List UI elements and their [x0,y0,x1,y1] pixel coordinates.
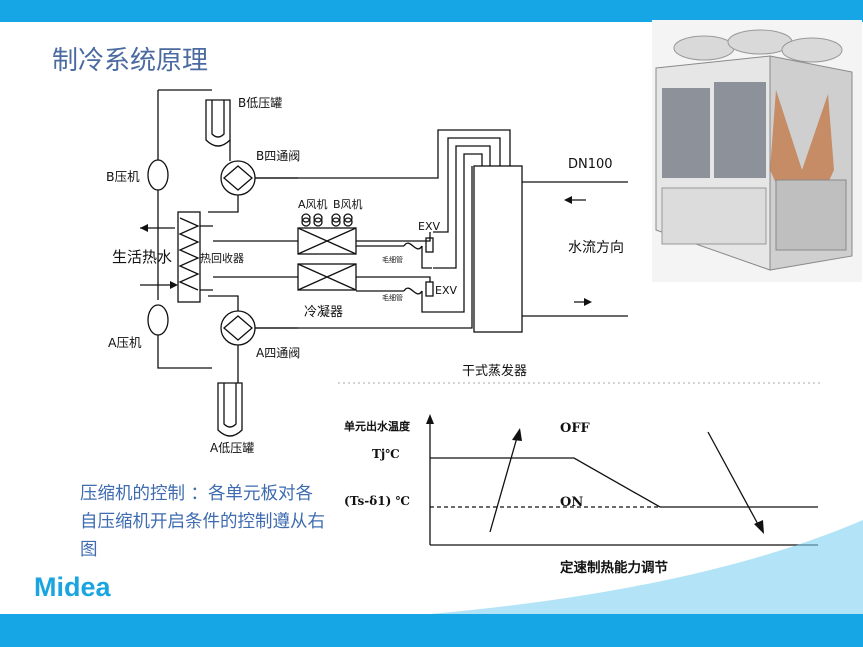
a-compressor-label: A压机 [108,335,142,350]
control-chart [338,382,820,546]
top-accent-bar [0,0,863,22]
front-panel-bottom [661,187,767,245]
side-panel-bottom [775,179,847,251]
a-low-tank-label: A低压罐 [210,441,254,455]
rising-arrow-line [489,433,519,533]
heat-recovery-symbol [177,211,201,303]
slide-description: 压缩机的控制 ：各单元板对各自压缩机开启条件的控制遵从右图 [80,484,325,560]
midea-logo-text: Midea [34,572,111,602]
capillary-top-label: 毛细管 [382,255,403,264]
chart-off-label: OFF [560,421,591,436]
exv-bottom-label: EXV [435,284,457,297]
a-compressor-symbol [147,304,169,336]
chart-on-label: ON [560,495,583,510]
evaporator-label: 干式蒸发器 [462,363,527,379]
a-low-tank [217,382,243,437]
chart-y-label: 单元出水温度 [344,419,411,433]
water-flow-label: 水流方向 [568,240,624,256]
chart-ts-label: (Ts-δ1) ℃ [344,494,410,508]
exv-bottom-symbol [425,281,434,297]
tj-level-line [430,457,818,508]
b-fan-label: B风机 [333,197,363,211]
b-compressor-symbol [147,159,169,191]
fan-top-right [781,37,843,63]
a-fan-label: A风机 [298,197,328,211]
pipe-size-label: DN100 [568,157,613,172]
unit-photo [652,20,862,282]
chart-x-label: 定速制热能力调节 [560,559,668,576]
b-four-way-valve-label: B四通阀 [256,149,300,163]
coil-grid-left [662,88,710,178]
midea-logo: Midea [34,572,111,603]
heat-recovery-label: 热回收器 [200,251,244,265]
capillary-bottom-label: 毛细管 [382,293,403,302]
bottom-accent-bar [0,614,863,647]
falling-arrow-line [707,431,761,529]
condenser-label: 冷凝器 [304,304,343,320]
domestic-hot-water-label: 生活热水 [112,248,172,266]
evaporator-symbol [473,165,523,333]
bottom-wave-decoration [430,520,863,614]
chart-tj-label: Tj℃ [372,447,400,461]
a-four-way-valve-label: A四通阀 [256,346,300,360]
b-compressor-label: B压机 [106,169,140,184]
b-low-tank-label: B低压罐 [238,96,282,110]
exv-top-label: EXV [418,220,440,233]
b-low-tank [205,99,231,147]
exv-top-symbol [425,237,434,253]
coil-grid-right [714,82,766,178]
slide-title: 制冷系统原理 [52,46,209,76]
